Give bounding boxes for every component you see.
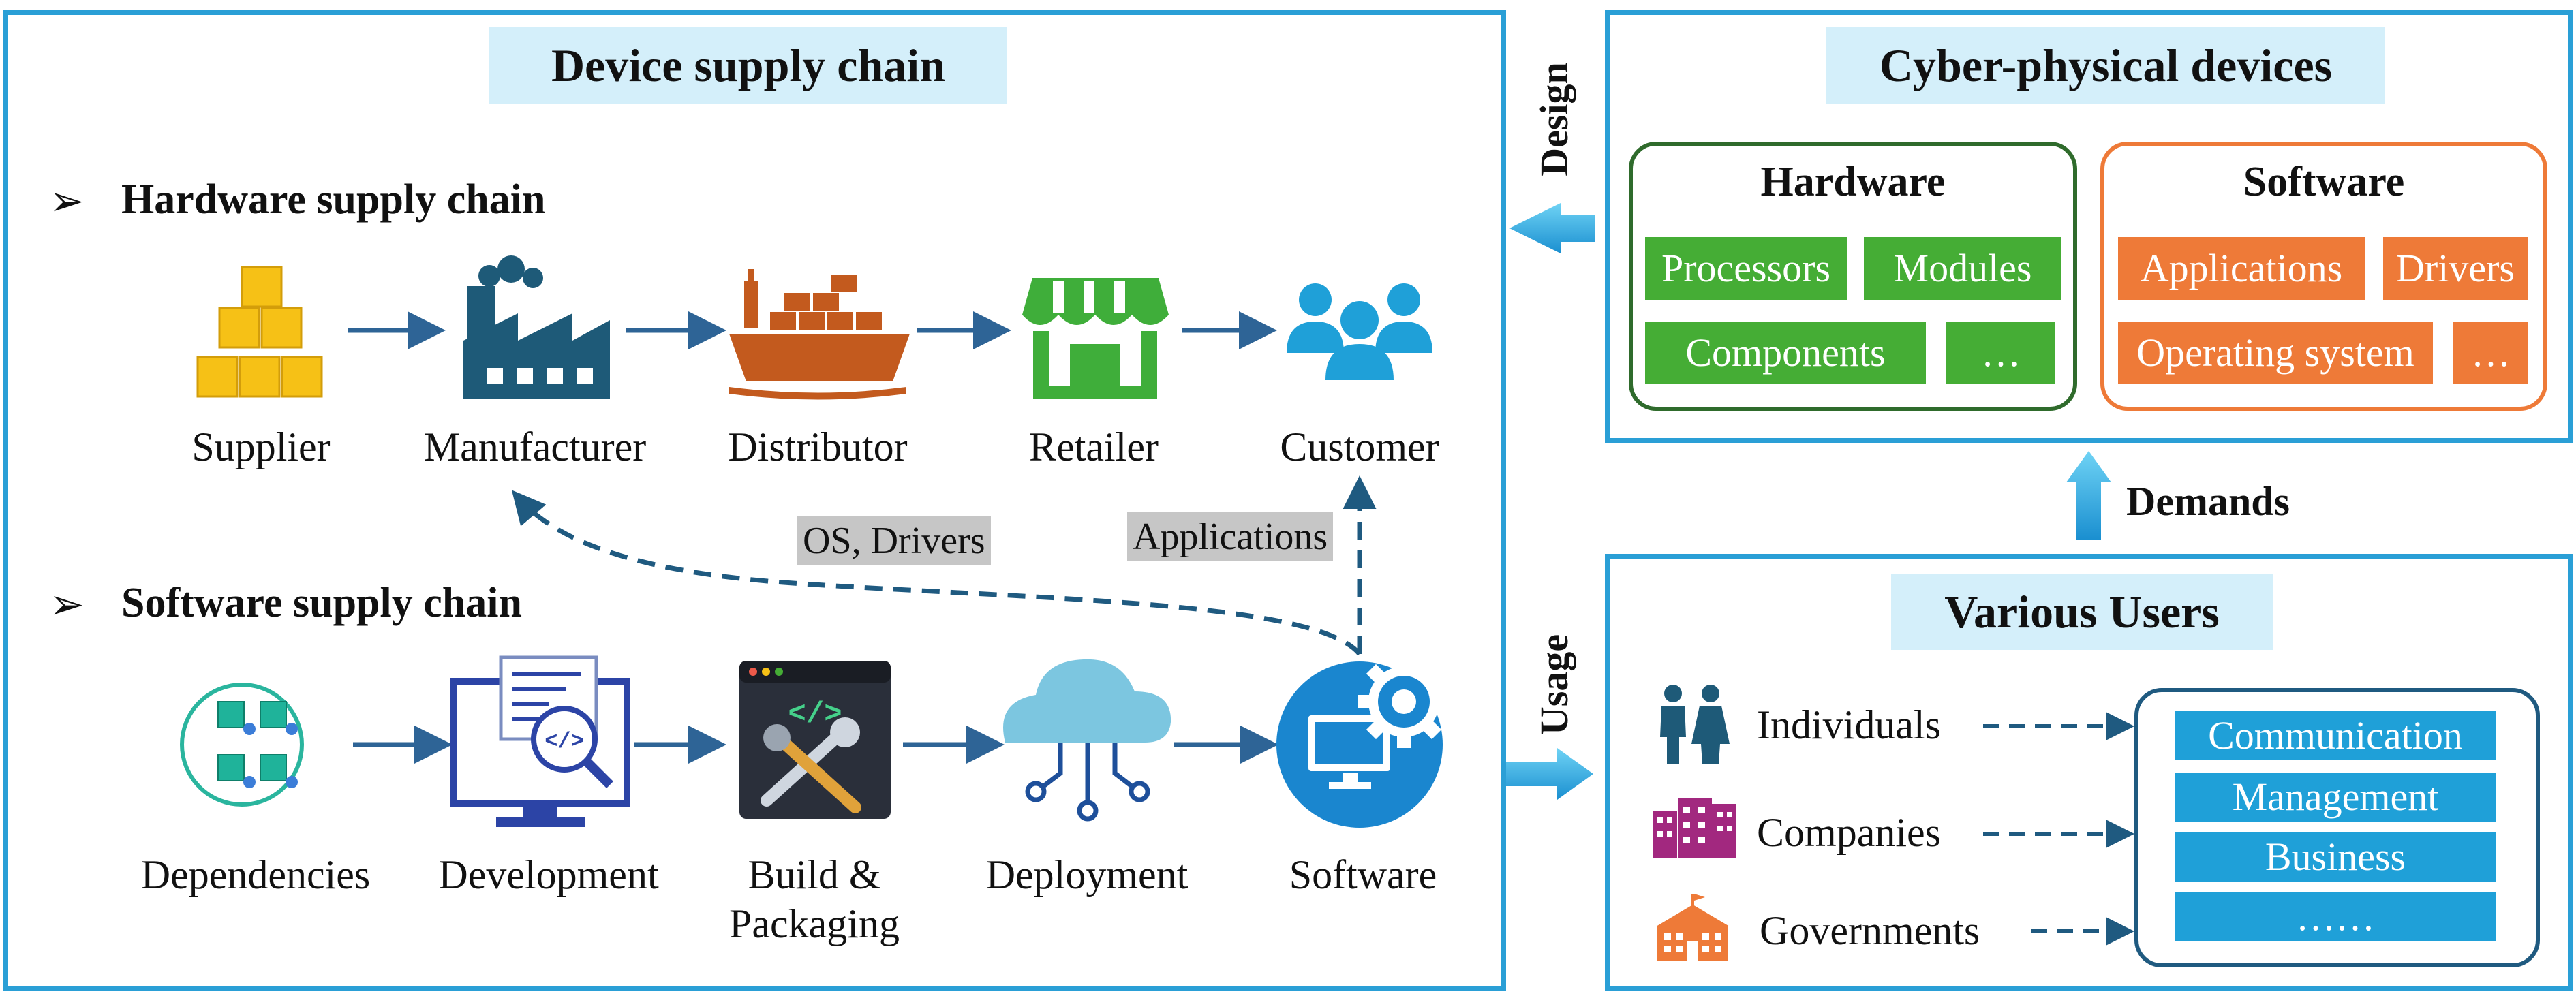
- development-label: Development: [438, 852, 659, 897]
- device-supply-chain-panel: [3, 10, 1506, 991]
- demands-label: Demands: [2126, 479, 2290, 524]
- usage-arrow: [1506, 748, 1593, 800]
- build-packaging-label-line1: Build &: [748, 852, 881, 897]
- software-label: Software: [1289, 852, 1437, 897]
- monitor-gear-icon: [1276, 655, 1450, 828]
- applications-chip: Applications: [2118, 237, 2365, 300]
- boxes-icon: [196, 266, 323, 398]
- hardware-heading-bullet: ➢: [49, 178, 85, 225]
- hardware-group-box: [1629, 142, 2077, 411]
- manufacturer-label: Manufacturer: [423, 424, 647, 469]
- packages-icon: [180, 683, 304, 807]
- various-users-title: Various Users: [1891, 574, 2273, 650]
- hardware-supply-chain-heading: Hardware supply chain: [121, 176, 546, 223]
- operating-system-chip: Operating system: [2118, 322, 2433, 384]
- people-group-icon: [1287, 283, 1432, 380]
- distributor-label: Distributor: [728, 424, 908, 469]
- customer-label: Customer: [1280, 424, 1439, 469]
- business-chip: Business: [2175, 832, 2496, 882]
- user-usage-arrows: [1983, 712, 2134, 946]
- software-heading-bullet: ➢: [49, 582, 85, 628]
- factory-icon: [463, 255, 610, 399]
- usage-group-box: [2134, 688, 2540, 967]
- buildings-icon: [1653, 798, 1736, 858]
- storefront-icon: [1022, 278, 1169, 399]
- software-supply-chain-heading: Software supply chain: [121, 580, 522, 626]
- retailer-label: Retailer: [1029, 424, 1159, 469]
- drivers-chip: Drivers: [2383, 237, 2528, 300]
- cloud-network-icon: [1003, 659, 1171, 822]
- supplier-label: Supplier: [191, 424, 331, 469]
- deployment-label: Deployment: [985, 852, 1189, 897]
- applications-label: Applications: [1127, 512, 1334, 561]
- software-feedback-arrows: [511, 475, 1377, 656]
- individuals-label: Individuals: [1757, 702, 1941, 747]
- communication-chip: Communication: [2175, 711, 2496, 760]
- software-more-chip: …: [2453, 322, 2528, 384]
- build-tools-icon: </>: [739, 661, 891, 819]
- svg-text:</>: </>: [545, 729, 584, 754]
- companies-label: Companies: [1757, 810, 1941, 855]
- software-group-box: [2100, 142, 2547, 411]
- dependencies-label: Dependencies: [140, 852, 371, 897]
- os-drivers-label: OS, Drivers: [797, 516, 991, 565]
- modules-chip: Modules: [1864, 237, 2061, 300]
- components-chip: Components: [1645, 322, 1926, 384]
- hardware-more-chip: …: [1946, 322, 2055, 384]
- build-packaging-label-line2: Packaging: [729, 901, 900, 946]
- cyber-physical-devices-title: Cyber-physical devices: [1826, 27, 2385, 104]
- couple-icon: [1660, 685, 1730, 764]
- code-monitor-icon: </>: [450, 655, 630, 827]
- demands-arrow: [2066, 451, 2111, 540]
- cargo-ship-icon: [729, 269, 910, 400]
- governments-label: Governments: [1760, 908, 1980, 953]
- government-building-icon: [1656, 894, 1730, 961]
- software-group-heading: Software: [2243, 159, 2405, 205]
- hardware-group-heading: Hardware: [1760, 159, 1946, 205]
- design-arrow: [1509, 203, 1595, 253]
- usage-more-chip: ……: [2175, 892, 2496, 941]
- device-supply-chain-title: Device supply chain: [489, 27, 1007, 104]
- management-chip: Management: [2175, 773, 2496, 822]
- processors-chip: Processors: [1645, 237, 1847, 300]
